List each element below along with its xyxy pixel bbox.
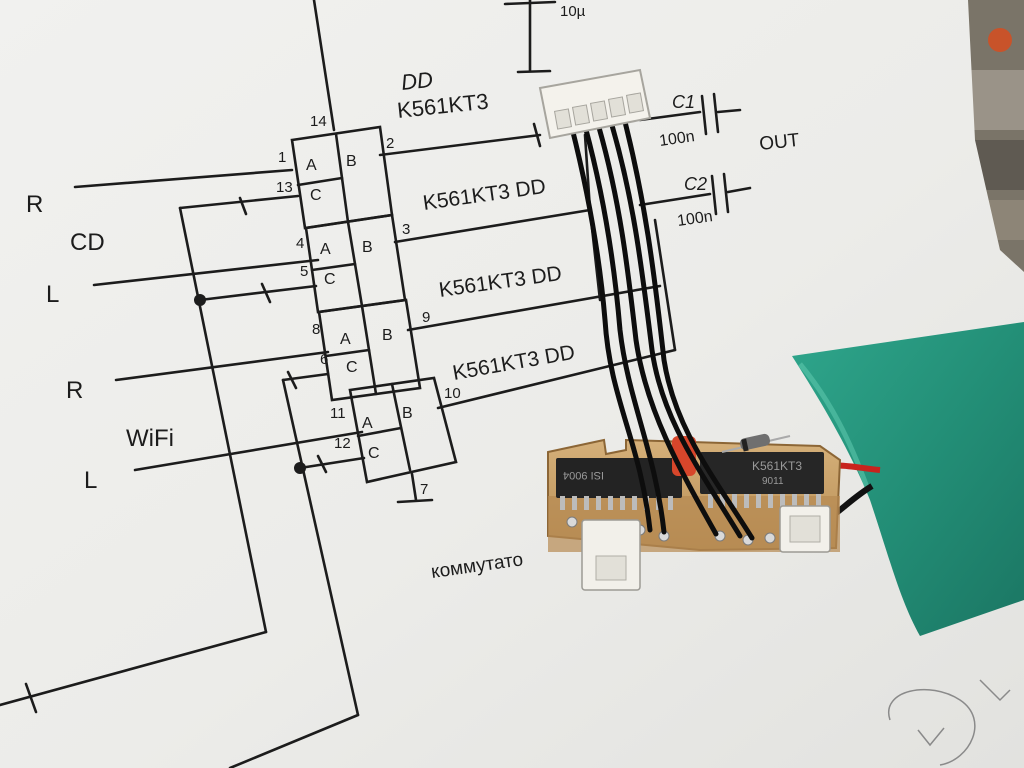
chip2-c: C [324,271,336,288]
pin-2: 2 [386,135,394,152]
dd-title: DD [400,67,434,95]
heat-shrink-sleeve [792,322,1024,636]
pin-4: 4 [296,235,304,252]
pin-5: 5 [300,263,308,280]
sleeve-highlight [798,362,871,491]
cd-label: CD [70,229,105,256]
pin-8: 8 [312,321,320,338]
chip4-b: B [402,405,413,422]
chip1-b: B [346,153,357,170]
chip4-a: A [362,415,373,432]
chip2-b: B [362,239,373,256]
junction-dot-cd [194,294,206,306]
cd-l-label: L [46,281,59,308]
black-wires [569,115,755,541]
chip2-a: A [320,241,331,258]
cap-top-value: 10µ [560,3,586,20]
ic-left-marking: ISI 9004 [563,469,604,481]
pin-12: 12 [334,435,351,452]
wifi-label: WiFi [126,425,174,452]
wifi-r-label: R [66,377,83,404]
pin-10: 10 [444,385,461,402]
pin-6: 6 [320,351,328,368]
pin-11: 11 [330,405,346,422]
chip-block-3 [317,298,422,402]
connector-left-bottom [581,519,641,591]
connector-right-side [779,505,831,553]
chip3-b: B [382,327,393,344]
pencil-doodle [887,679,1011,766]
chip1-a: A [306,157,317,174]
junction-dot-wifi [294,462,306,474]
ic-right-marking: K561KT3 [752,459,802,473]
pin-3: 3 [402,221,410,238]
pin-gnd: 7 [420,481,428,498]
chip4-c: C [368,445,380,462]
diode [721,433,791,453]
cd-r-label: R [26,191,43,218]
pin-13: 13 [276,179,293,196]
chip3-a: A [340,331,351,348]
ic-chip-right: K561KT3 9011 [700,452,824,508]
chip-block-4 [348,376,458,484]
out-label: OUT [758,130,800,155]
wifi-l-label: L [84,467,97,494]
pin-1: 1 [278,149,286,166]
c1-value: 100n [658,128,696,150]
c2-value: 100n [676,208,714,230]
pin-vdd: 14 [310,113,327,130]
ic-right-code: 9011 [762,476,784,487]
pin-9: 9 [422,309,430,326]
schematic [0,0,752,768]
connector-top [538,68,652,140]
c2-name: C2 [684,174,707,194]
chip1-c: C [310,187,322,204]
c1-name: C1 [672,92,695,112]
chip3-c: C [346,359,358,376]
